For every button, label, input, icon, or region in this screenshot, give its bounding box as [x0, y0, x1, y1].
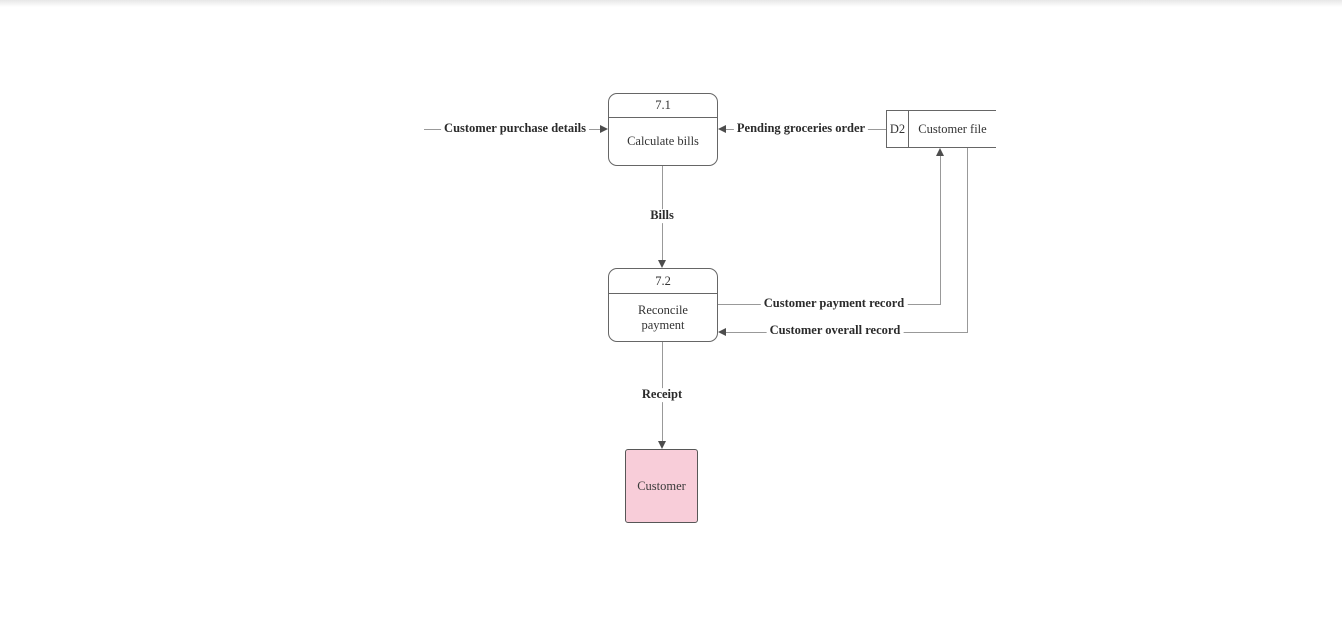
page-top-divider [0, 0, 1342, 7]
process-calculate-bills[interactable]: 7.1 Calculate bills [608, 93, 718, 166]
process-calculate-bills-id: 7.1 [609, 94, 717, 118]
arrowhead-into-datastore-bottom [936, 148, 944, 156]
connector-customer-overall-record-v[interactable] [967, 148, 968, 333]
arrowhead-into-process-7-2-top [658, 260, 666, 268]
flow-label-bills[interactable]: Bills [647, 208, 677, 223]
process-reconcile-payment-id: 7.2 [609, 269, 717, 294]
datastore-customer-file-id: D2 [887, 111, 909, 147]
arrowhead-into-entity-customer-top [658, 441, 666, 449]
flow-label-customer-overall-record[interactable]: Customer overall record [766, 323, 904, 338]
arrowhead-into-process-7-2-right [718, 328, 726, 336]
flow-label-customer-purchase-details[interactable]: Customer purchase details [441, 121, 589, 136]
arrowhead-into-process-7-1-right [718, 125, 726, 133]
process-calculate-bills-label: Calculate bills [627, 134, 699, 148]
datastore-customer-file-label: Customer file [918, 121, 987, 136]
process-reconcile-payment-label: Reconcile payment [638, 302, 688, 332]
connector-customer-payment-record-v[interactable] [940, 155, 941, 305]
datastore-customer-file[interactable]: D2 Customer file [886, 110, 996, 148]
flow-label-receipt[interactable]: Receipt [638, 387, 686, 402]
process-reconcile-payment[interactable]: 7.2 Reconcile payment [608, 268, 718, 342]
entity-customer[interactable]: Customer [625, 449, 698, 523]
process-reconcile-payment-body: Reconcile payment [609, 294, 717, 341]
flow-label-customer-payment-record[interactable]: Customer payment record [760, 296, 908, 311]
arrowhead-into-process-7-1-left [600, 125, 608, 133]
process-calculate-bills-body: Calculate bills [609, 118, 717, 165]
entity-customer-label: Customer [637, 478, 686, 493]
flow-label-pending-groceries-order[interactable]: Pending groceries order [733, 121, 869, 136]
